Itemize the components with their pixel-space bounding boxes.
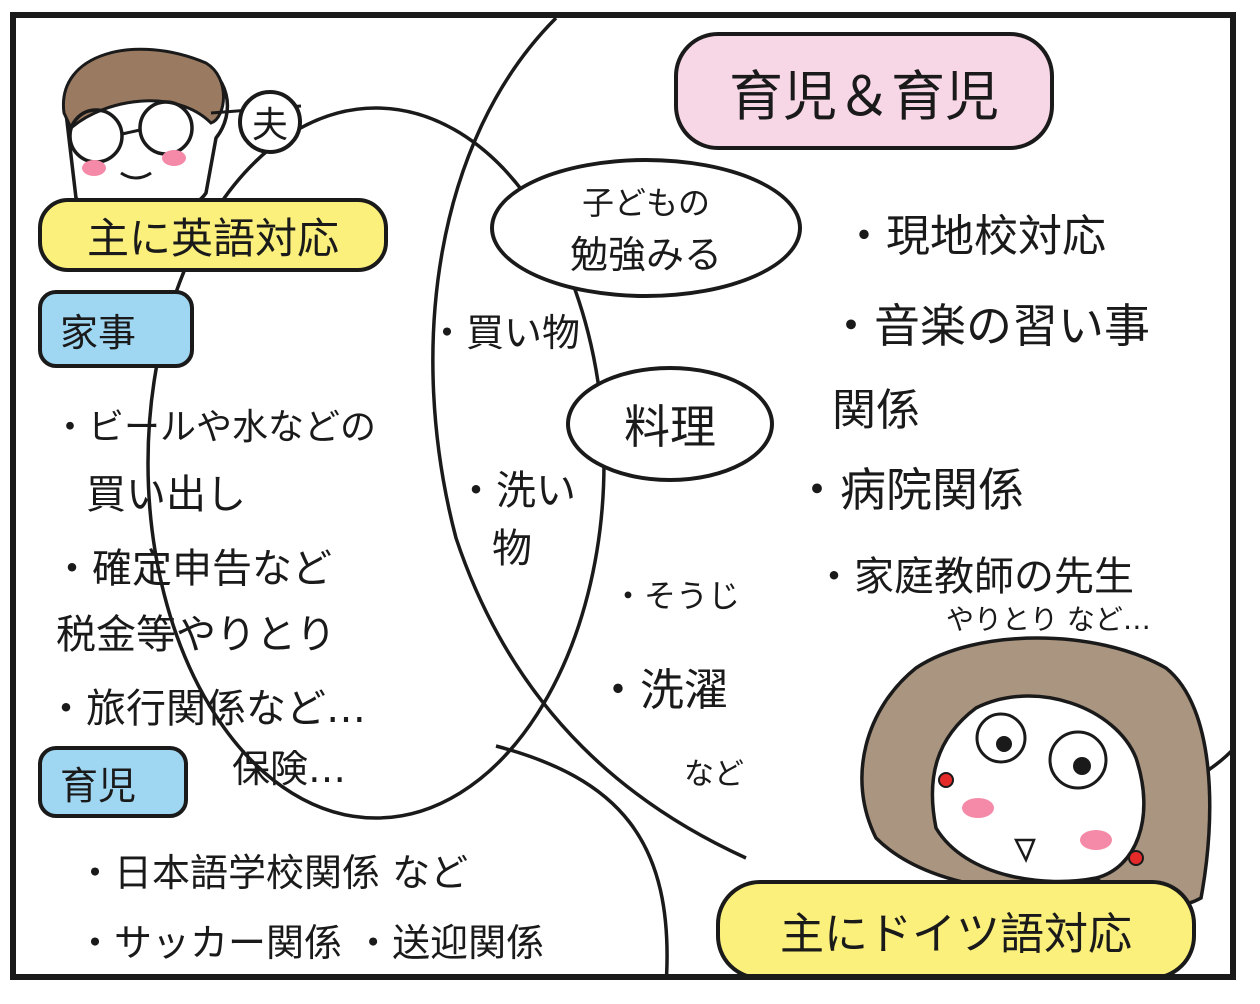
housework-item: ・旅行関係など…	[46, 686, 366, 732]
childcare-both-item: やりとり など…	[946, 603, 1151, 636]
comic-panel: 夫 主に英語対応 育児＆育児 子どもの 勉強みる ・買い物 料理 ・洗い 物 ・…	[10, 12, 1236, 980]
husband-badge-text: 夫	[251, 105, 288, 146]
housework-label-text: 家事	[60, 310, 137, 355]
husband-speech-text: 主に英語対応	[86, 213, 339, 263]
childcare-item: ・日本語学校関係 など	[76, 851, 469, 895]
childcare-both-item: ・家庭教師の先生	[814, 554, 1134, 600]
housework-item: ・確定申告など	[52, 546, 332, 592]
laundry-text: ・洗濯	[596, 665, 728, 716]
childcare-both-item: ・現地校対応	[842, 211, 1106, 262]
wife-arc	[431, 18, 747, 860]
shopping-text: ・買い物	[428, 311, 581, 355]
husband-speech-bubble: 主に英語対応	[38, 198, 388, 272]
childcare-outline	[495, 744, 669, 974]
childcare-label: 育児	[38, 746, 188, 818]
childcare-both-item: ・音楽の習い事	[828, 299, 1150, 353]
cleaning-text: ・そうじ	[612, 577, 741, 615]
study-line-1: 子どもの	[581, 183, 710, 222]
housework-item: 税金等やりとり	[56, 612, 336, 658]
wife-speech-bubble: 主にドイツ語対応	[716, 880, 1196, 974]
childcare-label-text: 育児	[60, 763, 137, 808]
housework-item: ・ビールや水などの	[52, 407, 377, 448]
cooking-oval: 料理	[566, 366, 774, 482]
cooking-text: 料理	[624, 400, 716, 454]
laundry-etc-text: など	[684, 757, 744, 792]
housework-item: 保険…	[232, 747, 347, 791]
wife-speech-text: 主にドイツ語対応	[780, 909, 1132, 960]
dishes-line-2: 物	[492, 526, 532, 572]
childcare-both-item: ・病院関係	[794, 463, 1024, 517]
housework-label: 家事	[38, 290, 194, 368]
husband-badge: 夫	[238, 90, 302, 154]
wife-face-icon	[860, 636, 1212, 908]
childcare-both-title: 育児＆育児	[674, 32, 1054, 150]
husband-face-icon	[62, 47, 302, 218]
housework-item: 買い出し	[86, 472, 246, 518]
dishes-line-1: ・洗い	[456, 468, 576, 514]
venn-lines	[62, 18, 1230, 974]
childcare-item: ・サッカー関係 ・送迎関係	[76, 921, 545, 965]
study-line-2: 勉強みる	[569, 232, 722, 277]
childcare-both-title-text: 育児＆育児	[729, 64, 999, 128]
childcare-both-item: 関係	[832, 385, 920, 436]
study-oval: 子どもの 勉強みる	[490, 158, 802, 298]
